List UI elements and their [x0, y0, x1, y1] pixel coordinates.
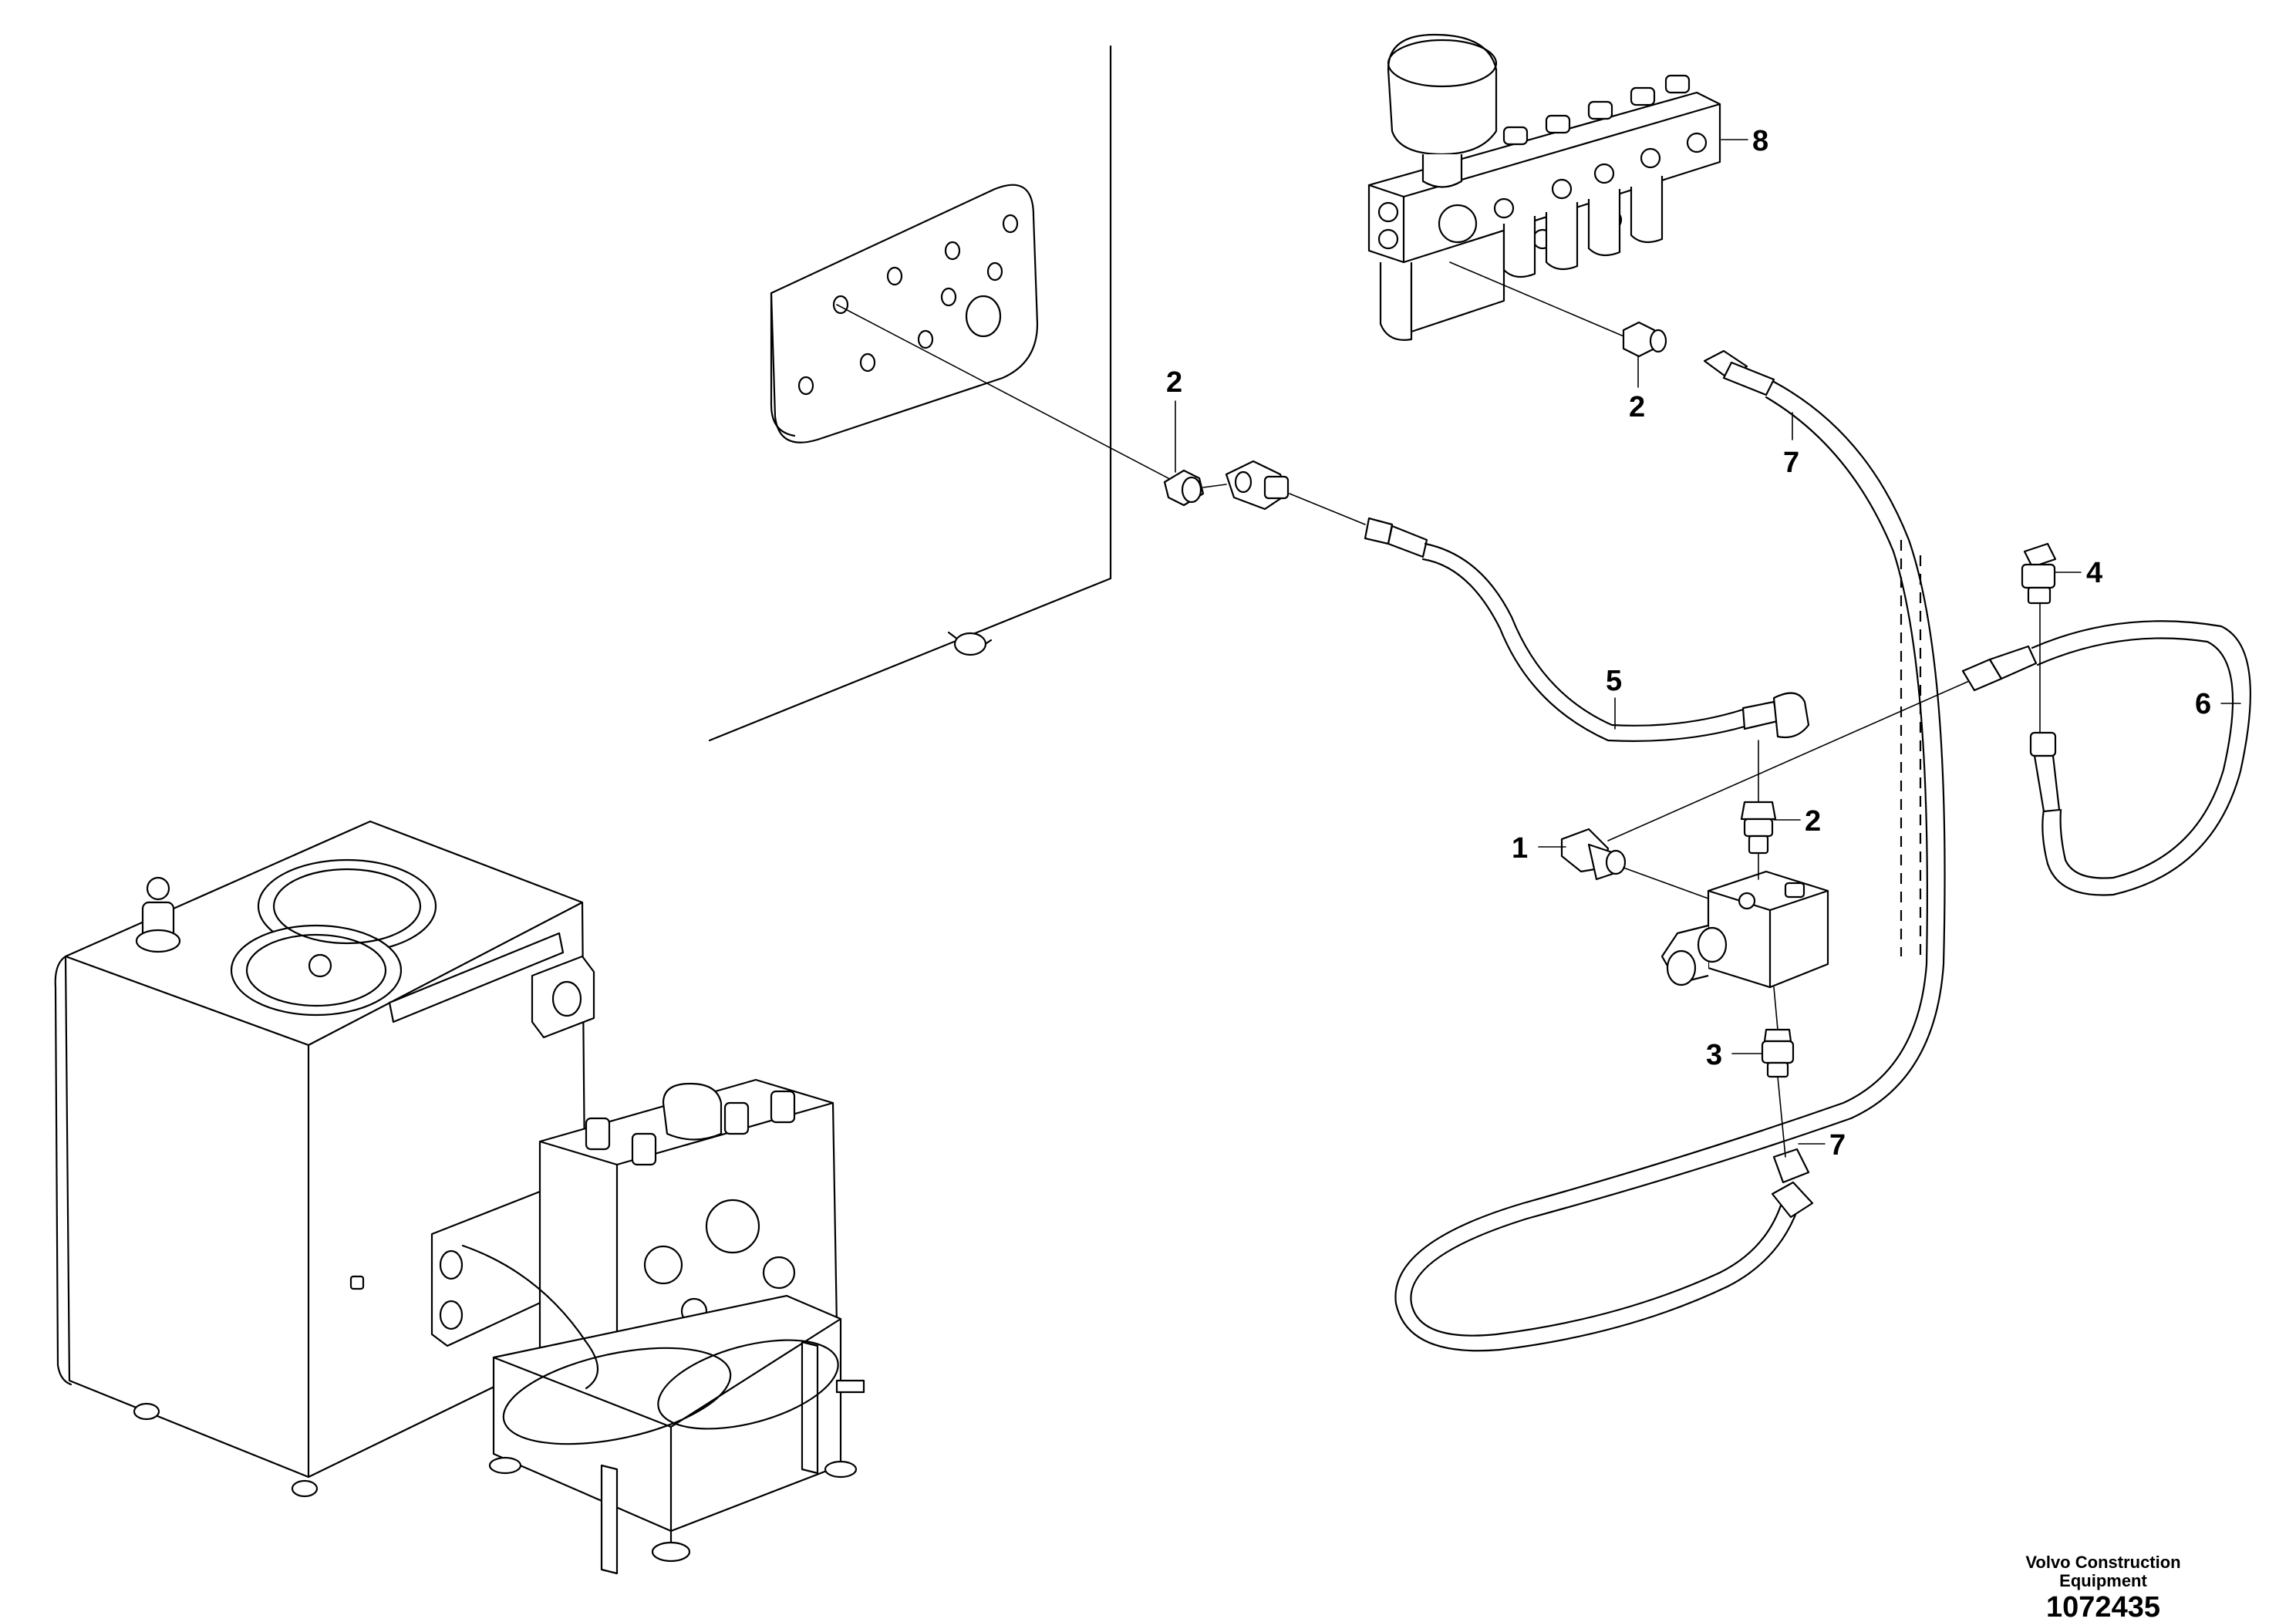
drawing-number: 1072435: [2046, 1591, 2160, 1622]
callout-8: 8: [1721, 125, 1768, 157]
valve-block-8: [1367, 33, 1721, 341]
fitting-4: [2021, 542, 2057, 733]
main-control-valve: [430, 1078, 865, 1575]
svg-text:4: 4: [2086, 557, 2102, 589]
fitting-2-middle: [1740, 740, 1777, 880]
mounting-plate: [770, 184, 1039, 443]
callout-2-upper-right: 2: [1629, 356, 1645, 423]
svg-text:7: 7: [1783, 447, 1799, 479]
callout-2-middle: 2: [1773, 805, 1821, 838]
callout-7-lower: 7: [1798, 1129, 1846, 1162]
brand-line-1: Volvo Construction: [2025, 1553, 2181, 1572]
svg-text:6: 6: [2195, 688, 2211, 720]
hose-6: [1961, 620, 2251, 896]
svg-text:5: 5: [1606, 665, 1622, 697]
callout-5: 5: [1606, 665, 1622, 730]
fitting-3: [1761, 986, 1795, 1158]
brand-line-2: Equipment: [2059, 1571, 2147, 1590]
cab-wall-panel: [708, 45, 1112, 742]
center-valve: [1660, 870, 1829, 989]
fitting-1-elbow: [1560, 678, 1975, 899]
callout-4: 4: [2054, 557, 2102, 589]
callout-7-upper: 7: [1783, 412, 1799, 479]
tee-fitting: [1202, 460, 1290, 511]
svg-text:1: 1: [1512, 832, 1528, 865]
hose-7: [1394, 349, 1946, 1352]
callout-2-upper-left: 2: [1166, 366, 1182, 473]
callout-3: 3: [1706, 1039, 1763, 1071]
fitting-2-upper-right: [1622, 321, 1667, 358]
svg-text:8: 8: [1752, 125, 1768, 157]
svg-text:2: 2: [1629, 391, 1645, 423]
callout-1: 1: [1512, 832, 1566, 865]
svg-text:3: 3: [1706, 1039, 1722, 1071]
svg-text:2: 2: [1805, 805, 1821, 838]
hose-5: [1289, 493, 1810, 742]
svg-text:2: 2: [1166, 366, 1182, 399]
svg-text:7: 7: [1829, 1129, 1846, 1162]
callout-6: 6: [2195, 688, 2241, 720]
fitting-2-upper-left: [1163, 469, 1205, 507]
brand-caption: Volvo Construction Equipment: [1941, 1553, 2265, 1590]
